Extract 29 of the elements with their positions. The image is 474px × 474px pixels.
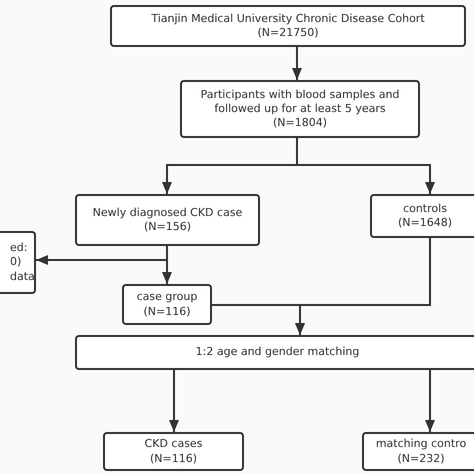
- count-label: (N=116): [143, 304, 191, 319]
- process-box: [75, 194, 260, 246]
- process-box: [0, 231, 36, 294]
- arrow: [169, 370, 179, 432]
- count-label: (N=116): [150, 452, 198, 466]
- process-box: [370, 194, 474, 238]
- count-label: (N=232): [397, 452, 445, 466]
- count-label: (N=1648): [398, 216, 452, 230]
- box-label: matching contro: [376, 437, 466, 452]
- box-label: Tianjin Medical University Chronic Disease Cohort: [151, 12, 425, 26]
- box-label: ed: 0) data: [10, 241, 35, 284]
- box-label: case group: [136, 290, 198, 304]
- process-box: [180, 80, 420, 138]
- process-box: [103, 432, 244, 471]
- count-label: (N=1804): [272, 116, 328, 130]
- box-label: CKD cases: [144, 437, 202, 452]
- process-box: [75, 335, 474, 370]
- count-label: (N=156): [144, 220, 192, 234]
- arrow: [295, 238, 431, 335]
- process-box: [362, 432, 474, 471]
- process-box: [110, 5, 466, 47]
- arrow: [292, 47, 302, 80]
- box-label: Participants with blood samples and followed up for at least 5 years: [200, 88, 400, 116]
- box-label: controls: [403, 202, 447, 216]
- arrow: [425, 370, 435, 432]
- count-label: (N=21750): [257, 26, 319, 40]
- box-label: 1:2 age and gender matching: [196, 345, 360, 360]
- box-label: Newly diagnosed CKD case: [92, 206, 242, 220]
- process-box: [122, 284, 212, 325]
